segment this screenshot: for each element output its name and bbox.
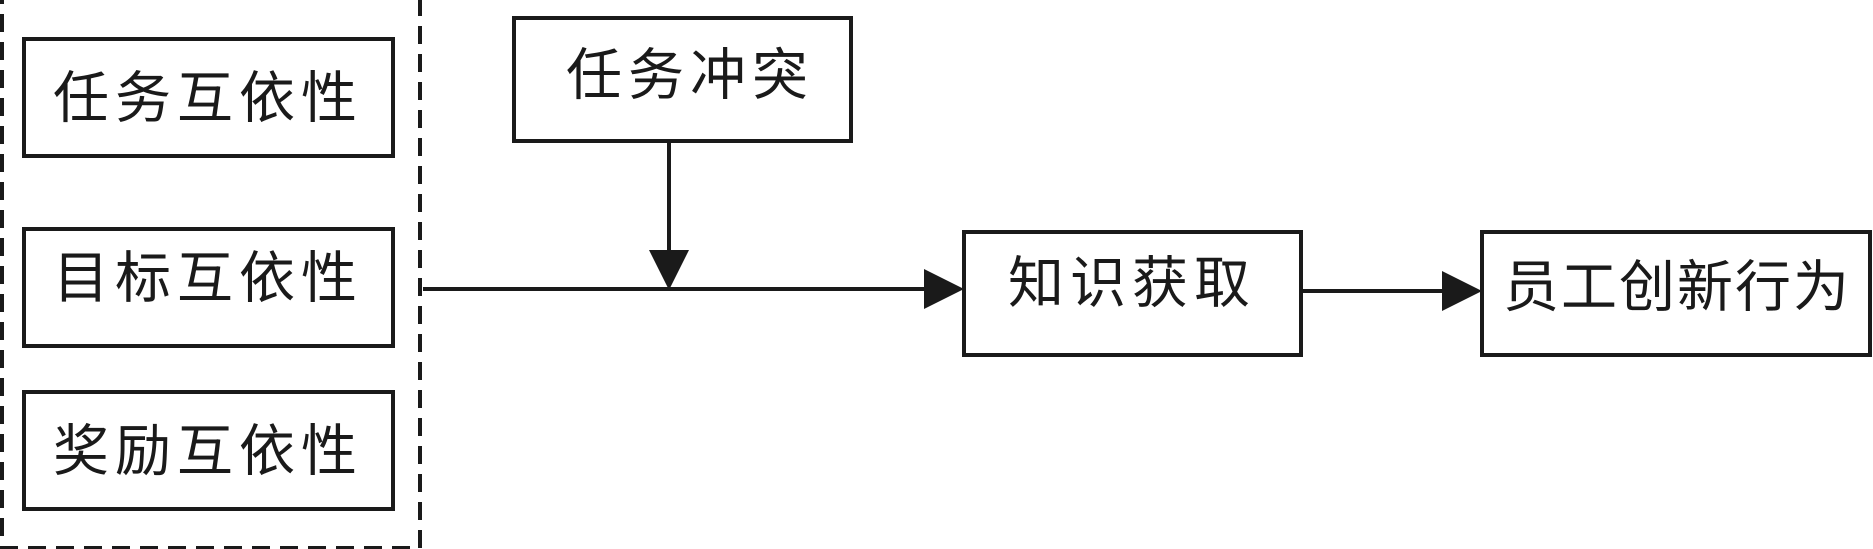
node-employee-innovation-box: [1480, 230, 1872, 357]
node-goal-interdependence-box: [22, 227, 395, 348]
node-task-interdependence: 任务互依性: [22, 37, 395, 158]
node-reward-interdependence-box: [22, 390, 395, 511]
node-task-interdependence-box: [22, 37, 395, 158]
node-knowledge-acquisition-label: 知识获取: [1008, 252, 1256, 317]
node-goal-interdependence: 目标互依性: [22, 227, 395, 348]
node-reward-interdependence: 奖励互依性: [22, 390, 395, 511]
node-task-conflict-label: 任务冲突: [566, 44, 814, 109]
node-employee-innovation: 员工创新行为: [1480, 230, 1872, 357]
interdependence-group-container: [0, 0, 422, 549]
node-task-conflict: 任务冲突: [512, 16, 853, 143]
node-task-conflict-box: [512, 16, 853, 143]
node-knowledge-acquisition: 知识获取: [962, 230, 1303, 357]
node-goal-interdependence-label: 目标互依性: [53, 247, 363, 312]
node-task-interdependence-label: 任务互依性: [53, 67, 363, 132]
node-employee-innovation-label: 员工创新行为: [1503, 256, 1851, 321]
node-knowledge-acquisition-box: [962, 230, 1303, 357]
node-reward-interdependence-label: 奖励互依性: [53, 420, 363, 485]
